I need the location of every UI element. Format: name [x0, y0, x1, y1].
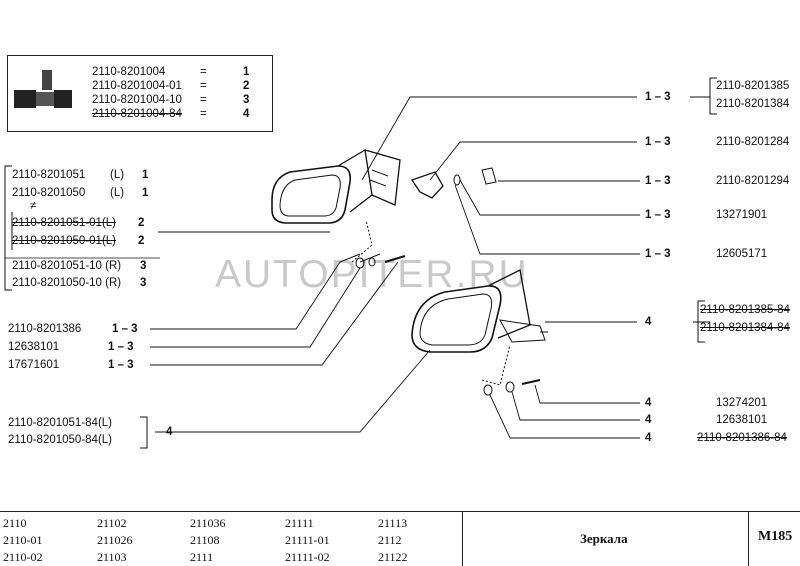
legend-eq-4: =: [200, 108, 207, 120]
footer-table: 2110 2110-01 2110-02 21102 211026 21103 …: [0, 511, 800, 566]
left-part-range-1: 1 – 3: [112, 323, 138, 335]
left-part-range-2: 1 – 3: [108, 341, 134, 353]
right-range-6: 1 – 3: [645, 248, 671, 260]
model-cell: 21102: [97, 516, 127, 530]
right-code-11: 2110-8201386-84: [697, 432, 787, 444]
left-part-code-2: 12638101: [8, 341, 60, 353]
page-number: M185: [758, 529, 793, 544]
right-code-4: 2110-8201294: [716, 175, 790, 187]
legend-eq-1: =: [200, 66, 207, 78]
left-num-6: 3: [140, 277, 147, 289]
legend-num-3: 3: [243, 94, 250, 106]
model-cell: 21111: [285, 516, 314, 530]
right-range-9: 4: [645, 397, 652, 409]
model-cell: 21108: [190, 533, 220, 547]
left-num-1: 1: [142, 169, 149, 181]
right-code-8: 2110-8201384-84: [700, 322, 790, 334]
model-cell: 2112: [378, 533, 402, 547]
right-code-7: 2110-8201385-84: [700, 304, 790, 316]
model-cell: 21111-02: [285, 550, 330, 564]
model-cell: 21111-01: [285, 533, 330, 547]
page-title: Зеркала: [580, 531, 628, 546]
left-mark: ≠: [30, 200, 37, 212]
model-cell: 2111: [190, 550, 214, 564]
right-code-10: 12638101: [716, 414, 768, 426]
right-range-3: 1 – 3: [645, 136, 671, 148]
model-cell: 211036: [190, 516, 226, 530]
right-range-10: 4: [645, 414, 652, 426]
watermark: AUTOPITER.RU: [215, 253, 529, 296]
left-num-5: 3: [140, 260, 147, 272]
legend-eq-2: =: [200, 80, 207, 92]
left84-num: 4: [166, 426, 173, 438]
left-code-3: 2110-8201051-01(L): [12, 217, 117, 229]
right-range-1: 1 – 3: [645, 91, 671, 103]
left-part-code-1: 2110-8201386: [8, 323, 82, 335]
left-code-4: 2110-8201050-01(L): [12, 235, 117, 247]
model-cell: 21113: [378, 516, 408, 530]
left-code-6: 2110-8201050-10 (R): [12, 277, 122, 289]
right-range-11: 4: [645, 432, 652, 444]
left-code-1: 2110-8201051: [12, 169, 86, 181]
right-code-9: 13274201: [716, 397, 768, 409]
right-code-5: 13271901: [716, 209, 768, 221]
left-num-2: 1: [142, 187, 149, 199]
right-code-2: 2110-8201384: [716, 98, 790, 110]
left84-code-1: 2110-8201051-84(L): [8, 417, 113, 429]
model-cell: 2110-01: [3, 533, 43, 547]
left-code-5: 2110-8201051-10 (R): [12, 260, 122, 272]
right-code-1: 2110-8201385: [716, 80, 790, 92]
model-cell: 2110-02: [3, 550, 43, 564]
legend-code-2: 2110-8201004-01: [92, 80, 182, 92]
legend-num-1: 1: [243, 66, 250, 78]
model-cell: 2110: [3, 516, 27, 530]
right-range-4: 1 – 3: [645, 175, 671, 187]
legend-eq-3: =: [200, 94, 207, 106]
left-side-2: (L): [110, 187, 125, 199]
left-part-range-3: 1 – 3: [108, 359, 134, 371]
left-side-1: (L): [110, 169, 125, 181]
model-cell: 211026: [97, 533, 133, 547]
legend-code-1: 2110-8201004: [92, 66, 166, 78]
model-cell: 21122: [378, 550, 408, 564]
left-code-2: 2110-8201050: [12, 187, 86, 199]
legend-box: [7, 55, 273, 132]
left84-code-2: 2110-8201050-84(L): [8, 434, 113, 446]
model-cell: 21103: [97, 550, 127, 564]
legend-code-3: 2110-8201004-10: [92, 94, 182, 106]
legend-num-2: 2: [243, 80, 250, 92]
legend-num-4: 4: [243, 108, 250, 120]
right-code-3: 2110-8201284: [716, 136, 790, 148]
left-num-3: 2: [138, 217, 145, 229]
left-num-4: 2: [138, 235, 145, 247]
legend-code-4: 2110-8201004-84: [92, 108, 182, 120]
left-part-code-3: 17671601: [8, 359, 60, 371]
right-code-6: 12605171: [716, 248, 768, 260]
right-range-7: 4: [645, 316, 652, 328]
right-range-5: 1 – 3: [645, 209, 671, 221]
